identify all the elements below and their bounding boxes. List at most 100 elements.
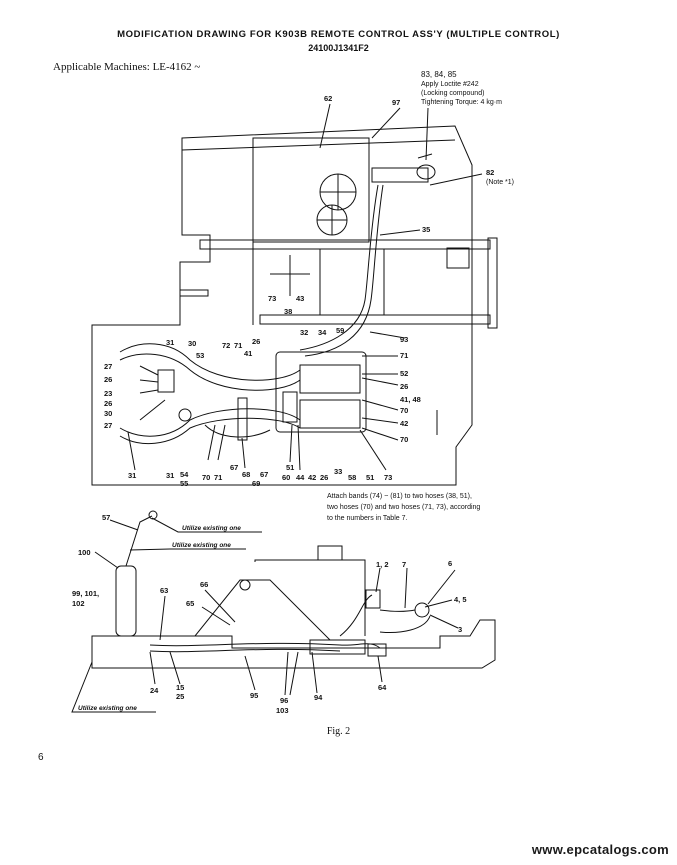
part-label-95: 95 (250, 691, 258, 700)
part-label-41: 41 (244, 349, 252, 358)
part-label-97: 97 (392, 98, 400, 107)
part-label-30: 30 (188, 339, 196, 348)
part-label-41-48: 41, 48 (400, 395, 421, 404)
part-label-70: 70 (400, 406, 408, 415)
side-tank (254, 559, 366, 636)
existing-leader-2 (129, 548, 246, 551)
part-label-93: 93 (400, 335, 408, 344)
hose-35 (299, 184, 379, 351)
existing-leader-3 (71, 661, 156, 713)
lower-rail (259, 314, 491, 325)
part-label-26e: 26 (320, 473, 328, 482)
part-label-7: 7 (402, 560, 406, 569)
bands-note-1: Attach bands (74) ~ (81) to two hoses (3… (327, 493, 472, 500)
part-label-70c: 70 (202, 473, 210, 482)
part-label-35: 35 (422, 225, 430, 234)
applicable-machines: Applicable Machines: LE-4162 ~ (53, 61, 201, 73)
part-label-96: 96 (280, 696, 288, 705)
part-label-33: 33 (334, 467, 342, 476)
part-label-23: 23 (104, 389, 112, 398)
part-label-42: 42 (400, 419, 408, 428)
part-label-6: 6 (448, 559, 452, 568)
lever-hose-upper (119, 343, 301, 381)
watermark-link[interactable]: www.epcatalogs.com (531, 842, 669, 857)
part-label-60: 60 (282, 473, 290, 482)
part-label-26: 26 (252, 337, 260, 346)
bands-note-3: to the numbers in Table 7. (327, 515, 408, 522)
tank-box (252, 137, 370, 243)
part-label-26b: 26 (104, 375, 112, 384)
part-label-34: 34 (318, 328, 327, 337)
control-valve-block (275, 351, 367, 433)
lever-57 (125, 515, 153, 567)
part-label-44: 44 (296, 473, 305, 482)
part-label-51: 51 (286, 463, 294, 472)
part-label-42b: 42 (308, 473, 316, 482)
part-label-31: 31 (166, 338, 174, 347)
part-label-4-5: 4, 5 (454, 595, 467, 604)
existing-leader-1 (151, 517, 262, 533)
loctite-note-2: (Locking compound) (421, 90, 485, 97)
loctite-parts: 83, 84, 85 (421, 70, 457, 79)
side-arm (194, 579, 331, 641)
part-label-1-2: 1, 2 (376, 560, 389, 569)
part-label-55: 55 (180, 479, 188, 488)
part-label-31b: 31 (128, 471, 136, 480)
part-label-73b: 73 (384, 473, 392, 482)
part-label-99-101: 99, 101, (72, 589, 99, 598)
document-number: 24100J1341F2 (308, 43, 369, 53)
part-label-71b: 71 (400, 351, 408, 360)
part-label-52: 52 (400, 369, 408, 378)
part-label-3: 3 (458, 625, 462, 634)
part-label-65: 65 (186, 599, 194, 608)
upper-rail (199, 239, 491, 250)
part-label-102: 102 (72, 599, 85, 608)
part-label-27: 27 (104, 362, 112, 371)
part-label-64: 64 (378, 683, 387, 692)
part-label-66: 66 (200, 580, 208, 589)
part-label-24: 24 (150, 686, 159, 695)
drawing-title: MODIFICATION DRAWING FOR K903B REMOTE CO… (117, 29, 560, 40)
part-label-67: 67 (230, 463, 238, 472)
part-label-71c: 71 (214, 473, 222, 482)
machine-frame-outline (91, 125, 473, 486)
part-label-25: 25 (176, 692, 184, 701)
lever-hose-lower (119, 408, 301, 437)
part-label-103: 103 (276, 706, 289, 715)
page-number: 6 (38, 752, 44, 763)
frame-inner-line (181, 139, 456, 151)
part-label-26c: 26 (104, 399, 112, 408)
part-label-72: 72 (222, 341, 230, 350)
part-label-68: 68 (242, 470, 250, 479)
part-label-53: 53 (196, 351, 204, 360)
valve-82 (371, 167, 429, 183)
figure-caption: Fig. 2 (326, 726, 351, 737)
part-label-63: 63 (160, 586, 168, 595)
cartridge-100 (115, 565, 137, 637)
existing-callout-3: Utilize existing one (78, 705, 137, 712)
loctite-note-1: Apply Loctite #242 (421, 81, 479, 88)
lever-joint (157, 369, 175, 393)
part-label-38: 38 (284, 307, 292, 316)
loctite-note-3: Tightening Torque: 4 kg·m (421, 99, 502, 106)
bands-note-2: two hoses (70) and two hoses (71, 73), a… (327, 504, 481, 511)
side-valve (414, 602, 430, 618)
part-label-51b: 51 (366, 473, 374, 482)
part-label-67b: 67 (260, 470, 268, 479)
part-label-58: 58 (348, 473, 356, 482)
part-label-30b: 30 (104, 409, 112, 418)
existing-callout-1: Utilize existing one (182, 525, 241, 532)
part-label-43: 43 (296, 294, 304, 303)
part-label-94: 94 (314, 693, 323, 702)
part-label-71: 71 (234, 341, 242, 350)
existing-callout-2: Utilize existing one (172, 542, 231, 549)
part-label-32: 32 (300, 328, 308, 337)
part-label-73: 73 (268, 294, 276, 303)
part-label-62: 62 (324, 94, 332, 103)
part-label-15: 15 (176, 683, 184, 692)
part-label-57: 57 (102, 513, 110, 522)
note-reference: (Note *1) (486, 179, 515, 186)
part-label-27b: 27 (104, 421, 112, 430)
part-label-100: 100 (78, 548, 91, 557)
